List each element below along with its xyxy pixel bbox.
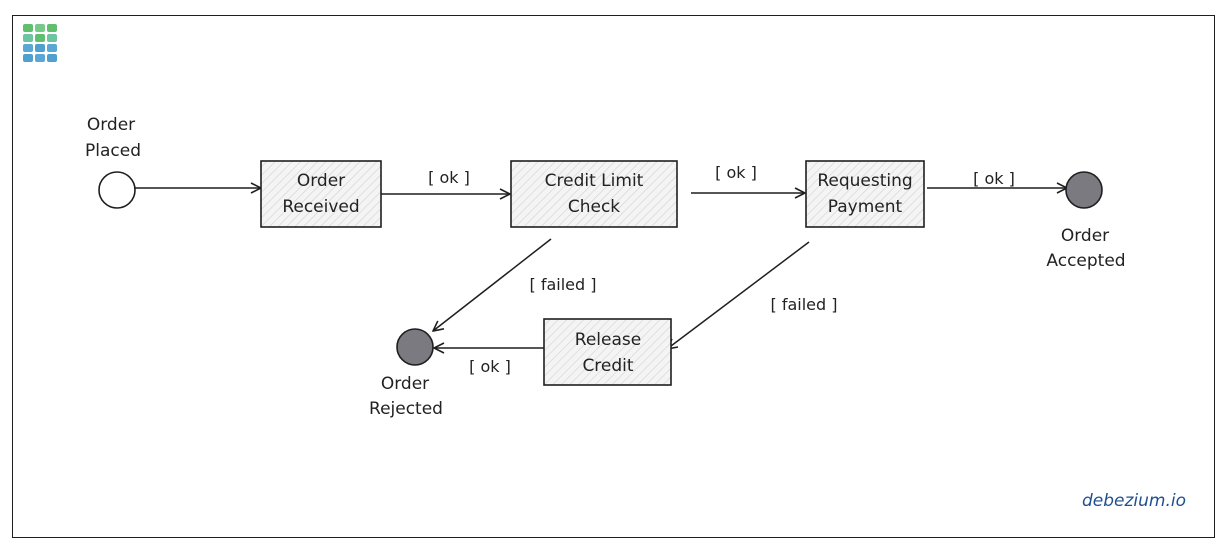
diagram-frame: Order Placed Order Received [ ok ] Credi… xyxy=(12,15,1215,538)
brand-text[interactable]: debezium.io xyxy=(1081,491,1186,511)
state-release-credit[interactable]: Release Credit xyxy=(543,318,672,386)
accepted-label-line2: Accepted xyxy=(1046,251,1125,271)
transition-label-check-to-payment: [ ok ] xyxy=(715,163,757,182)
arrow-check-failed xyxy=(433,238,552,331)
transition-label-check-failed: [ failed ] xyxy=(530,275,597,294)
end-state-accepted xyxy=(1065,171,1103,209)
arrow-payment-failed xyxy=(667,241,810,349)
order-received-line2: Received xyxy=(282,197,359,217)
state-diagram: Order Placed Order Received [ ok ] Credi… xyxy=(23,24,1126,419)
order-received-line1: Order xyxy=(297,171,345,191)
state-credit-limit-check[interactable]: Credit Limit Check xyxy=(510,160,678,228)
start-state-circle xyxy=(98,171,136,209)
state-requesting-payment[interactable]: Requesting Payment xyxy=(805,160,925,228)
transition-label-payment-failed: [ failed ] xyxy=(771,295,838,314)
requesting-payment-line2: Payment xyxy=(828,197,903,217)
grid-logo-icon xyxy=(23,24,57,62)
transition-label-received-to-check: [ ok ] xyxy=(428,168,470,187)
requesting-payment-line1: Requesting xyxy=(817,171,912,191)
release-credit-line2: Credit xyxy=(582,356,633,376)
end-state-rejected xyxy=(396,328,434,366)
credit-limit-check-line1: Credit Limit xyxy=(545,171,644,191)
start-state-label-line1: Order xyxy=(87,115,135,135)
transition-label-release-to-rejected: [ ok ] xyxy=(469,357,511,376)
accepted-label-line1: Order xyxy=(1061,226,1109,246)
transition-label-payment-to-accepted: [ ok ] xyxy=(973,169,1015,188)
state-order-received[interactable]: Order Received xyxy=(260,160,382,228)
rejected-label-line1: Order xyxy=(381,374,429,394)
rejected-label-line2: Rejected xyxy=(369,399,443,419)
release-credit-line1: Release xyxy=(575,330,641,350)
start-state-label-line2: Placed xyxy=(85,141,141,161)
credit-limit-check-line2: Check xyxy=(568,197,620,217)
